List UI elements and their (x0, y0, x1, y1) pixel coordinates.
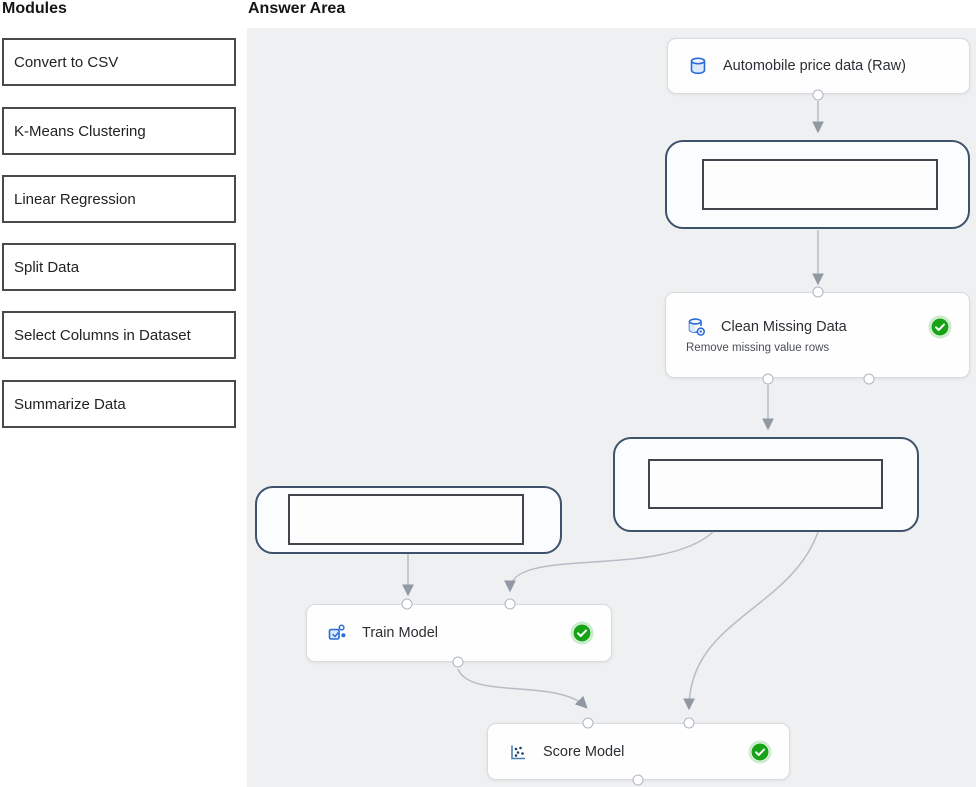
module-item-k-means-clustering[interactable]: K-Means Clustering (2, 107, 236, 155)
module-label: Summarize Data (14, 395, 126, 413)
dropzone-2[interactable] (613, 437, 919, 532)
node-title: Score Model (543, 743, 625, 760)
dropzone-1-slot[interactable] (702, 159, 938, 210)
port-train-output[interactable] (452, 656, 464, 668)
node-title: Automobile price data (Raw) (723, 58, 906, 74)
score-model-icon (508, 742, 528, 762)
database-clean-icon (686, 317, 706, 337)
port-clean-input[interactable] (812, 286, 824, 298)
node-train-model[interactable]: Train Model (306, 604, 612, 662)
answer-area-title: Answer Area (248, 0, 346, 17)
dropzone-2-slot[interactable] (648, 459, 883, 509)
node-automobile-price-data[interactable]: Automobile price data (Raw) (667, 38, 970, 94)
port-score-input-left[interactable] (582, 717, 594, 729)
node-score-model[interactable]: Score Model (487, 723, 790, 780)
module-label: Convert to CSV (14, 53, 119, 71)
port-train-input-right[interactable] (504, 598, 516, 610)
module-item-linear-regression[interactable]: Linear Regression (2, 175, 236, 223)
modules-title: Modules (2, 0, 67, 17)
port-score-output[interactable] (632, 774, 644, 786)
node-title: Train Model (362, 625, 439, 641)
check-circle-icon (573, 624, 591, 642)
module-item-convert-to-csv[interactable]: Convert to CSV (2, 38, 236, 86)
module-label: Linear Regression (14, 190, 136, 208)
port-train-input-left[interactable] (401, 598, 413, 610)
port-dataset-output[interactable] (812, 89, 824, 101)
check-circle-icon (751, 743, 769, 761)
node-title: Clean Missing Data (721, 318, 847, 335)
node-subtitle: Remove missing value rows (686, 341, 830, 354)
check-circle-icon (931, 318, 949, 336)
train-model-icon (327, 623, 347, 643)
module-item-split-data[interactable]: Split Data (2, 243, 236, 291)
module-label: K-Means Clustering (14, 122, 146, 140)
node-clean-missing-data[interactable]: Clean Missing Data Remove missing value … (665, 292, 970, 378)
port-clean-output-2[interactable] (863, 373, 875, 385)
dropzone-3[interactable] (255, 486, 562, 554)
module-label: Split Data (14, 258, 80, 276)
port-score-input-right[interactable] (683, 717, 695, 729)
dropzone-1[interactable] (665, 140, 970, 229)
port-clean-output-1[interactable] (762, 373, 774, 385)
dropzone-3-slot[interactable] (288, 494, 524, 545)
module-label: Select Columns in Dataset (14, 326, 191, 344)
module-item-select-columns-in-dataset[interactable]: Select Columns in Dataset (2, 311, 236, 359)
module-item-summarize-data[interactable]: Summarize Data (2, 380, 236, 428)
database-icon (688, 56, 708, 76)
